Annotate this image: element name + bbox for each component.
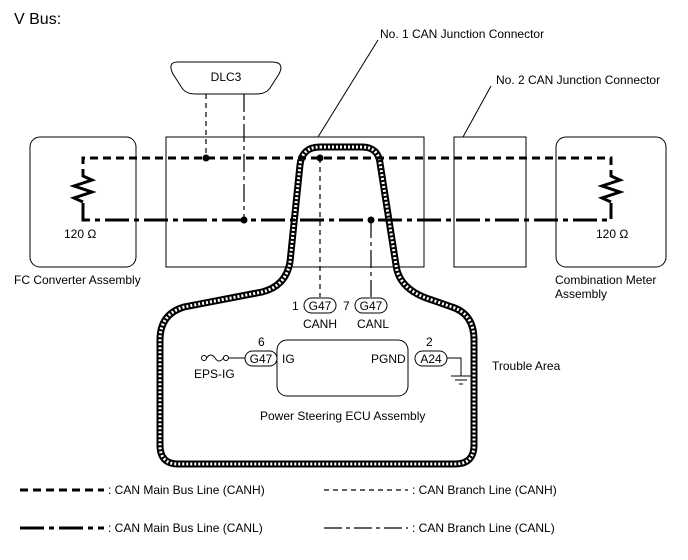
canh-connector-badge: [303, 297, 337, 314]
fuse-terminal-right: [223, 355, 229, 361]
power-steering-ecu-label: Power Steering ECU Assembly: [260, 409, 425, 423]
dlc3-canl-junction-dot: [240, 216, 248, 224]
ig-pin-name: IG: [282, 352, 295, 366]
canh-pin-name: CANH: [303, 317, 337, 331]
terminating-resistor-right: [597, 174, 625, 204]
resistor-right-value: 120 Ω: [596, 227, 628, 241]
ig-pin-number: 6: [258, 335, 265, 349]
legend-canl-branch-label: : CAN Branch Line (CANL): [412, 521, 555, 535]
diagram-title: V Bus:: [14, 11, 61, 28]
junction-connector-2-box: [453, 136, 527, 268]
canl-pin-number: 7: [343, 299, 350, 313]
canl-connector-badge: [354, 297, 388, 314]
combination-meter-label-line2: Assembly: [555, 287, 607, 301]
ig-connector-code: G47: [250, 352, 273, 366]
pgnd-connector-code: A24: [420, 352, 442, 366]
combination-meter-box: [555, 136, 667, 268]
dlc3-canh-junction-dot: [202, 154, 210, 162]
jc2-label: No. 2 CAN Junction Connector: [496, 73, 660, 87]
trouble-area-label: Trouble Area: [492, 359, 561, 373]
ground-icon: [447, 357, 471, 385]
pgnd-pin-number: 2: [426, 335, 433, 349]
combination-meter-label-line1: Combination Meter: [555, 273, 656, 287]
fc-converter-box: [29, 136, 137, 268]
legend-canh-branch-label: : CAN Branch Line (CANH): [412, 483, 557, 497]
canl-connector-code: G47: [360, 299, 383, 313]
jc1-leader-line: [317, 39, 379, 138]
power-steering-ecu-box: [276, 339, 409, 397]
terminating-resistor-left: [69, 174, 97, 204]
ecu-canh-junction-dot: [316, 154, 324, 162]
junction-connector-1-box: [165, 136, 425, 268]
jc1-label: No. 1 CAN Junction Connector: [380, 27, 544, 41]
canh-pin-number: 1: [292, 299, 299, 313]
jc2-leader-line: [462, 85, 492, 138]
pgnd-pin-name: PGND: [371, 352, 406, 366]
legend-canl-main-label: : CAN Main Bus Line (CANL): [108, 521, 263, 535]
dlc3-connector-shape: [170, 61, 282, 95]
trouble-area-boundary-hatch: [158, 145, 476, 466]
fuse-icon: [206, 354, 224, 362]
canh-connector-code: G47: [309, 299, 332, 313]
eps-ig-label: EPS-IG: [194, 367, 235, 381]
legend-canh-main-label: : CAN Main Bus Line (CANH): [108, 483, 265, 497]
canl-main-bus-line: [81, 203, 613, 222]
fuse-terminal-left: [201, 355, 207, 361]
resistor-left-value: 120 Ω: [64, 227, 96, 241]
canl-pin-name: CANL: [357, 317, 389, 331]
ecu-canl-junction-dot: [367, 216, 375, 224]
fc-converter-label: FC Converter Assembly: [14, 273, 141, 287]
dlc3-label: DLC3: [211, 70, 242, 84]
canh-main-bus-line: [81, 156, 613, 177]
